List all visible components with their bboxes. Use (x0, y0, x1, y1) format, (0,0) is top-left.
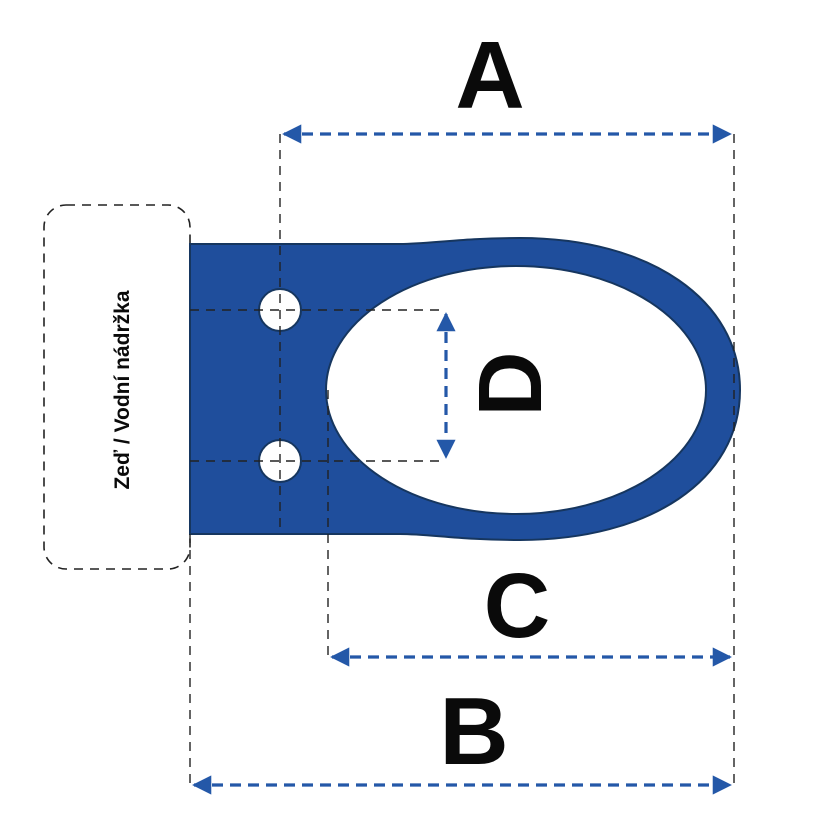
seat-opening (325, 265, 707, 515)
dimension-b-label: B (439, 678, 508, 785)
dimension-a-label: A (455, 22, 524, 129)
dimension-c-label: C (484, 555, 550, 657)
guide-lines (189, 134, 735, 790)
dimension-d-label: D (461, 352, 561, 417)
wall-tank-label: Zeď / Vodní nádržka (111, 290, 134, 489)
